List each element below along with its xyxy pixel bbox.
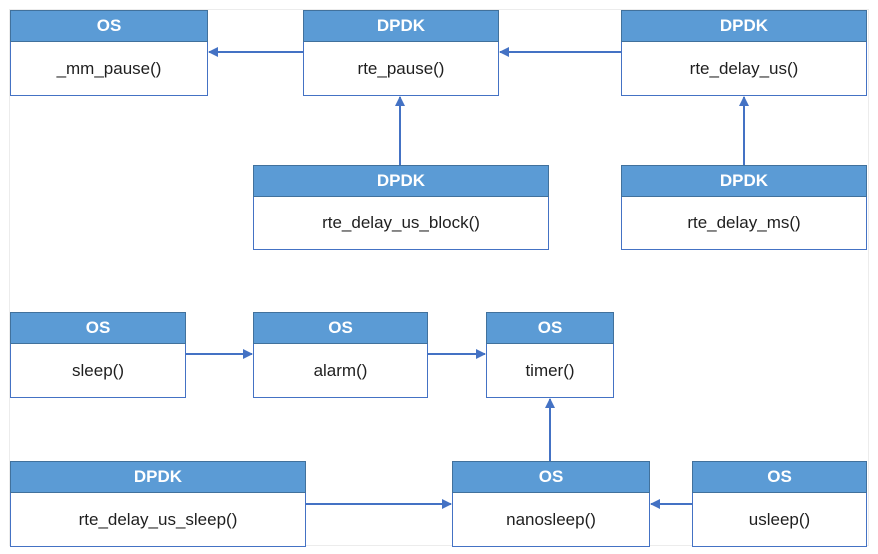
diagram-canvas: OS _mm_pause() DPDK rte_pause() DPDK rte…: [0, 0, 878, 554]
arrows-layer: [0, 0, 878, 554]
